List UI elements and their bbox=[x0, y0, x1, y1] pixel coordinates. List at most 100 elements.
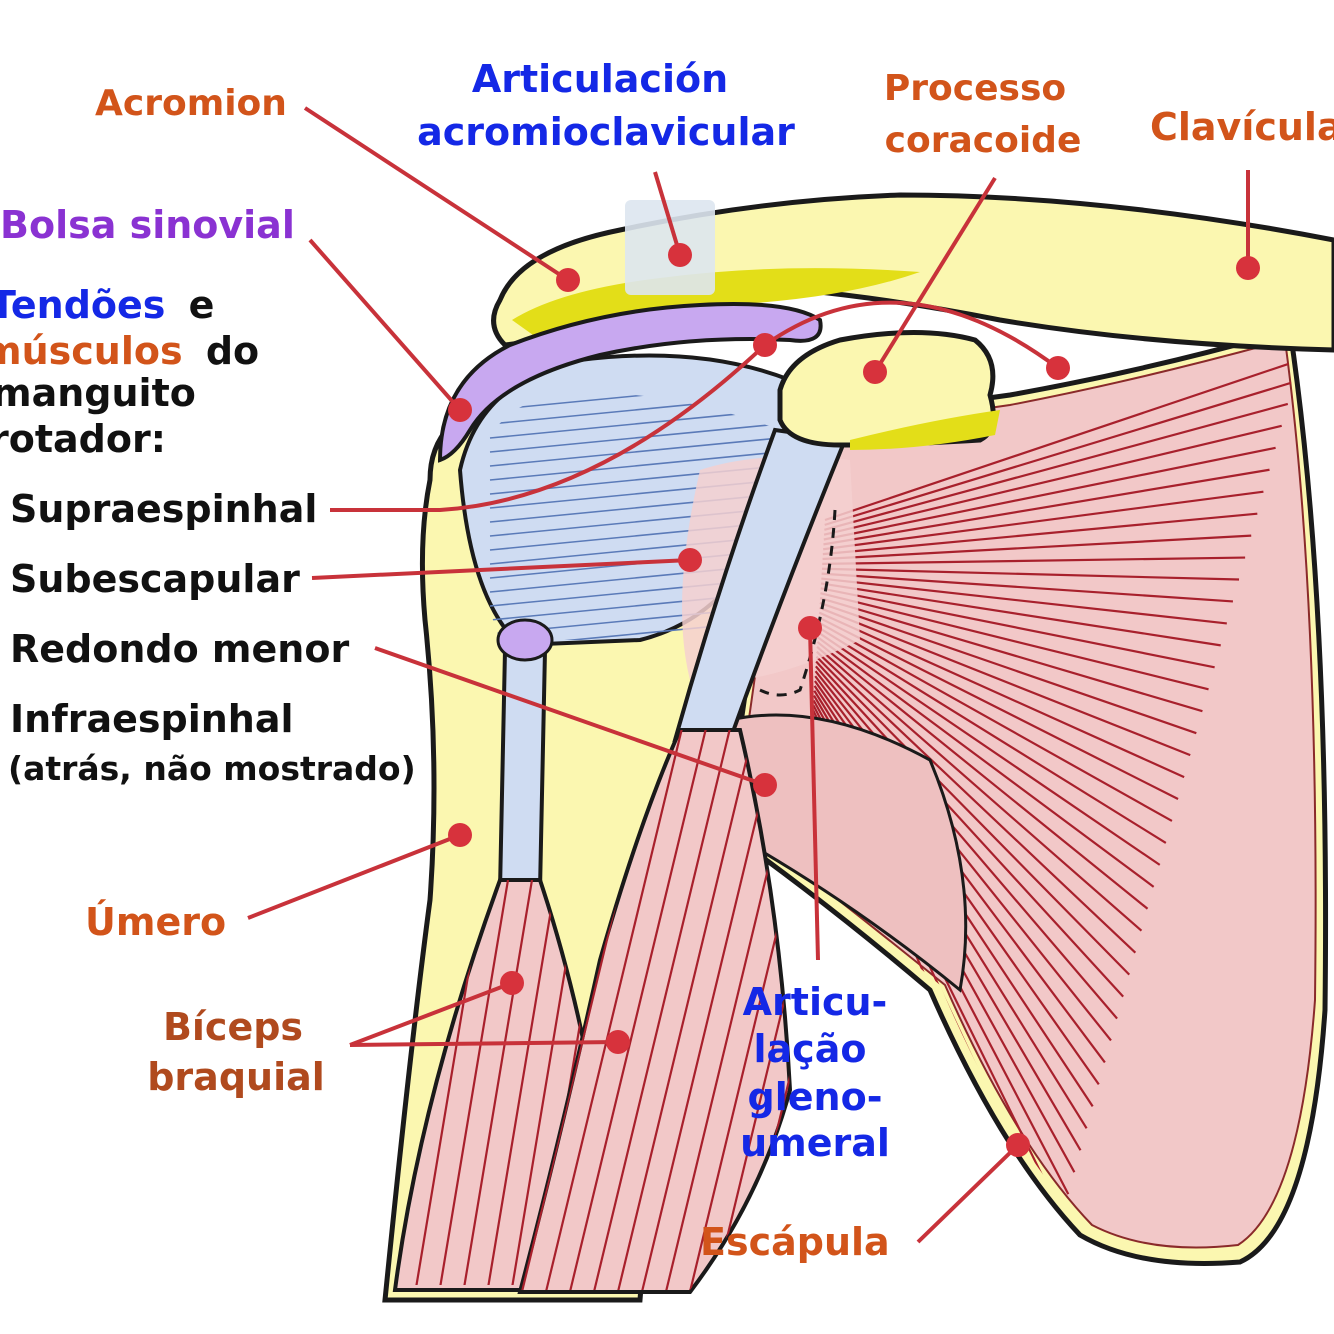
muscle-fiber bbox=[818, 616, 1179, 801]
muscle-fiber bbox=[820, 587, 1215, 669]
muscle-fiber bbox=[816, 646, 1143, 932]
glenoid-dashed-outline bbox=[759, 509, 837, 697]
label-gh-4: umeral bbox=[740, 1121, 890, 1165]
dot-subscapularis bbox=[678, 548, 702, 572]
label-supraspinatus: Supraespinhal bbox=[10, 487, 317, 531]
muscle-fiber bbox=[821, 572, 1234, 603]
muscle-fiber bbox=[484, 880, 558, 1285]
muscle-fiber bbox=[823, 490, 1264, 551]
label-clavicle: Clavícula bbox=[1150, 105, 1334, 149]
dot-biceps-b bbox=[606, 1030, 630, 1054]
label-acj-2: acromioclavicular bbox=[417, 110, 795, 154]
leader-acromion bbox=[303, 106, 570, 282]
leader-subscapularis bbox=[311, 558, 691, 580]
dot-scapula bbox=[1006, 1133, 1030, 1157]
subacromial-bursa bbox=[437, 302, 823, 463]
label-bursa: Bolsa sinovial bbox=[0, 203, 295, 247]
muscle-fiber bbox=[566, 730, 710, 1290]
muscle-fiber bbox=[614, 730, 758, 1290]
leader-dots bbox=[448, 243, 1260, 1157]
muscle-fiber bbox=[820, 582, 1221, 647]
dot-biceps-a bbox=[500, 971, 524, 995]
leader-bursa bbox=[308, 238, 462, 412]
label-infraspinatus-note: (atrás, não mostrado) bbox=[8, 749, 416, 788]
muscle-fiber bbox=[822, 534, 1252, 561]
label-cuff-line4: rotador: bbox=[0, 417, 166, 461]
label-acj-1: Articulación bbox=[472, 57, 728, 101]
dot-coracoid bbox=[863, 360, 887, 384]
label-subscapularis: Subescapular bbox=[10, 557, 300, 601]
muscle-fiber bbox=[824, 358, 1301, 522]
label-humerus: Úmero bbox=[85, 900, 226, 944]
tendon-fiber bbox=[489, 449, 780, 481]
muscle-fiber bbox=[816, 641, 1149, 910]
muscle-fiber bbox=[638, 730, 782, 1290]
dot-clavicle bbox=[1236, 256, 1260, 280]
muscle-fiber bbox=[590, 730, 734, 1290]
label-coracoid-2: coracoide bbox=[885, 120, 1082, 161]
leader-acj bbox=[653, 171, 682, 256]
label-gh-3: gleno- bbox=[748, 1075, 883, 1119]
ac-joint-capsule bbox=[625, 200, 715, 295]
muscle-fiber bbox=[822, 556, 1246, 566]
dot-supraspinatus-end bbox=[1046, 356, 1070, 380]
label-acromion: Acromion bbox=[95, 83, 287, 124]
label-cuff-e: e bbox=[189, 283, 215, 327]
label-teres-minor: Redondo menor bbox=[10, 627, 349, 671]
muscle-fiber bbox=[824, 402, 1289, 531]
leader-biceps-b bbox=[349, 1040, 619, 1047]
label-biceps-1: Bíceps bbox=[163, 1005, 303, 1049]
label-scapula: Escápula bbox=[700, 1220, 890, 1264]
dot-acromion bbox=[556, 268, 580, 292]
dot-teres-minor bbox=[753, 773, 777, 797]
muscle-fiber bbox=[821, 567, 1240, 581]
label-coracoid-1: Processo bbox=[884, 68, 1066, 109]
label-cuff-tendons: Tendões bbox=[0, 283, 165, 327]
muscle-fiber bbox=[815, 660, 1124, 998]
leader-glenohumeral bbox=[808, 627, 820, 961]
leader-scapula bbox=[916, 1143, 1020, 1244]
tendon-fiber bbox=[489, 435, 780, 467]
leader-humerus bbox=[247, 833, 461, 920]
muscle-fiber bbox=[823, 424, 1282, 536]
label-cuff-muscles: músculos bbox=[0, 329, 183, 373]
muscle-fiber bbox=[818, 621, 1173, 822]
biceps-short-tendon bbox=[497, 648, 548, 892]
dot-acj bbox=[668, 243, 692, 267]
muscle-fiber bbox=[460, 880, 534, 1285]
teres-minor-muscle bbox=[723, 713, 968, 993]
dot-glenohumeral bbox=[798, 616, 822, 640]
dot-humerus bbox=[448, 823, 472, 847]
glenoid-cartilage bbox=[850, 410, 1000, 450]
muscle-fiber bbox=[815, 665, 1118, 1020]
muscle-fiber bbox=[819, 596, 1203, 713]
muscle-fiber bbox=[821, 577, 1227, 625]
label-gh-1: Articu- bbox=[743, 980, 888, 1024]
muscle-fiber bbox=[824, 380, 1295, 526]
coracoid-process bbox=[777, 330, 996, 448]
muscle-fiber bbox=[542, 730, 686, 1290]
muscle-fiber bbox=[819, 601, 1197, 735]
muscle-fiber bbox=[815, 655, 1131, 976]
label-biceps-2: braquial bbox=[147, 1055, 325, 1099]
label-gh-2: lação bbox=[754, 1027, 867, 1071]
muscle-fiber bbox=[818, 611, 1185, 779]
muscle-fiber bbox=[820, 592, 1209, 691]
muscle-fiber bbox=[817, 626, 1167, 844]
label-cuff-line2: músculos do bbox=[0, 329, 259, 373]
muscle-fiber bbox=[436, 880, 510, 1285]
muscle-fiber bbox=[819, 606, 1191, 757]
label-infraspinatus: Infraespinhal bbox=[10, 697, 294, 741]
dot-supraspinatus bbox=[753, 333, 777, 357]
leader-biceps-a bbox=[349, 981, 513, 1047]
muscle-fiber bbox=[710, 730, 790, 1290]
biceps-bursa bbox=[496, 618, 554, 662]
muscle-fiber bbox=[823, 468, 1270, 546]
muscle-fiber bbox=[816, 650, 1137, 954]
muscle-fiber bbox=[817, 631, 1161, 866]
muscle-fiber bbox=[823, 446, 1276, 541]
leader-teres-minor bbox=[374, 646, 766, 787]
muscle-fiber bbox=[822, 512, 1258, 556]
